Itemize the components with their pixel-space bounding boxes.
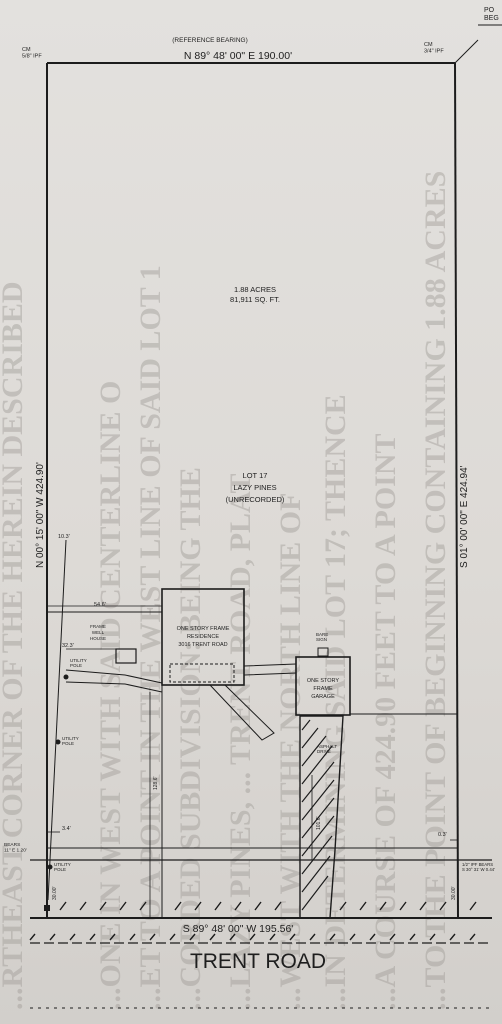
dim-32-3: 32.3': [62, 643, 74, 649]
area-sqft: 81,911 SQ. FT.: [230, 295, 280, 304]
dim-0-3: 0.3': [438, 832, 447, 838]
bg-line-7: ...IN DETERMINING SAID LOT 17; THENCE: [319, 394, 352, 1010]
bg-line-4: ...CORDED SUBDIVISION: BEING THE: [174, 467, 207, 1010]
label-line: DRIVE: [317, 749, 331, 754]
dim-128-6: 128.6': [153, 776, 159, 790]
well-house-label-line-1: FRAME: [90, 624, 106, 629]
residence-label-line-2: RESIDENCE: [187, 634, 219, 640]
label-line: 3/4" IPF: [424, 48, 444, 54]
label-line: UTILITY: [62, 736, 79, 741]
label-line: CM: [424, 42, 433, 48]
dimension-lines: [47, 605, 458, 918]
label-line: PO: [484, 7, 495, 14]
garage-label-line-1: ONE STORY: [307, 678, 340, 684]
frontage-hatching: [29, 901, 477, 941]
residence-porch: [169, 663, 235, 683]
label-line: 5/8" IPF: [22, 53, 42, 59]
bg-line-5: ...LAZY PINES, ... TRENT ROAD, PLAT: [224, 474, 257, 1010]
reference-bearing-label: (REFERENCE BEARING): [172, 37, 247, 44]
property-boundary: [30, 24, 502, 1009]
north-line-bearing: N 89° 48' 00" E 190.00': [184, 50, 292, 62]
recorded-status: (UNRECORDED): [226, 495, 285, 504]
utility-poles: [44, 674, 69, 911]
label-line: ASPHALT: [317, 744, 337, 749]
residence-label-line-3: 3016 TRENT ROAD: [178, 642, 227, 648]
utility-pole-icon: [63, 674, 69, 680]
garage-label-line-3: GARAGE: [311, 694, 335, 700]
utility-pole-icon: [55, 739, 61, 745]
dim-30-left: 30.00': [52, 886, 58, 900]
label-line: CM: [22, 47, 31, 53]
driveway-outline: [299, 715, 344, 919]
label-line: 11" E 1.20': [4, 848, 27, 854]
label-line: S 30° 31' W 0.44': [462, 867, 495, 872]
road-name: TRENT ROAD: [190, 950, 326, 973]
south-line-bearing: S 89° 48' 00" W 195.56': [183, 923, 294, 935]
label-line: POLE: [62, 741, 74, 746]
garage-outline: [295, 656, 351, 716]
label-line: UTILITY: [70, 658, 87, 663]
utility-pole-icon: [47, 864, 53, 870]
well-house-label-line-2: WELL: [92, 630, 105, 635]
label-line: BEARS: [4, 842, 20, 848]
frontage-hatch-ticks: [59, 901, 477, 911]
label-line: POLE: [70, 663, 82, 668]
garage-label-line-2: FRAME: [313, 686, 333, 692]
bg-line-2: ...ONE IN WEST WITH SAID CENTERLINE O: [94, 381, 127, 1010]
dim-54-6: 54.6': [94, 602, 106, 608]
west-line-bearing: N 00° 15' 00" W 424.90': [35, 462, 46, 568]
label-line: POLE: [54, 867, 66, 872]
bg-line-9: ...TO THE POINT OF BEGINNING CONTAINING …: [419, 171, 452, 1010]
east-line-bearing: S 01° 00' 00" E 424.94': [459, 465, 470, 568]
bg-line-1: ...RTHEAST CORNER OF THE HEREIN DESCRIBE…: [0, 281, 29, 1010]
road-hatch-ticks: [29, 933, 476, 941]
bg-line-6: ...WEST WITH THE NORTH LINE OF: [274, 493, 307, 1010]
garage-structure: [295, 647, 351, 716]
dim-30-right: 30.00': [451, 886, 457, 900]
walkway-west: [65, 669, 163, 693]
lot-number: LOT 17: [243, 471, 268, 480]
subdivision-name: LAZY PINES: [233, 483, 276, 492]
survey-monument-icon: [44, 905, 50, 911]
bare-sign-box: [317, 647, 329, 657]
residence-structure: [161, 588, 245, 686]
label-line: BEG: [484, 15, 499, 22]
ne-corner-tick: [454, 39, 479, 64]
dim-101-6: 101.6': [316, 816, 322, 830]
plat-labels: (REFERENCE BEARING) N 89° 48' 00" E 190.…: [4, 7, 499, 973]
label-line: 1/2" IPF BEARS: [462, 862, 493, 867]
walkway-to-garage: [243, 663, 297, 676]
east-boundary-line: [454, 62, 459, 919]
bg-line-8: ...A COURSE OF 424.90 FEET TO A POINT: [369, 433, 402, 1010]
label-line: UTILITY: [54, 862, 71, 867]
label-line: BARE: [316, 632, 328, 637]
utility-line: [47, 539, 67, 901]
well-house-label-line-3: HOUSE: [90, 636, 106, 641]
walkways: [65, 663, 297, 741]
ramp-diagonal: [209, 684, 275, 741]
residence-outline: [161, 588, 245, 686]
driveway-hatch: [301, 719, 335, 911]
asphalt-driveway: [299, 715, 344, 919]
dim-3-4: 3.4': [62, 826, 71, 832]
area-acres: 1.88 ACRES: [234, 285, 276, 294]
background-deed-text: ...RTHEAST CORNER OF THE HEREIN DESCRIBE…: [0, 171, 452, 1010]
residence-label-line-1: ONE STORY FRAME: [177, 626, 230, 632]
label-line: SIGN: [316, 637, 327, 642]
well-house-outline: [115, 648, 137, 664]
dim-10-3: 10.3': [58, 534, 70, 540]
